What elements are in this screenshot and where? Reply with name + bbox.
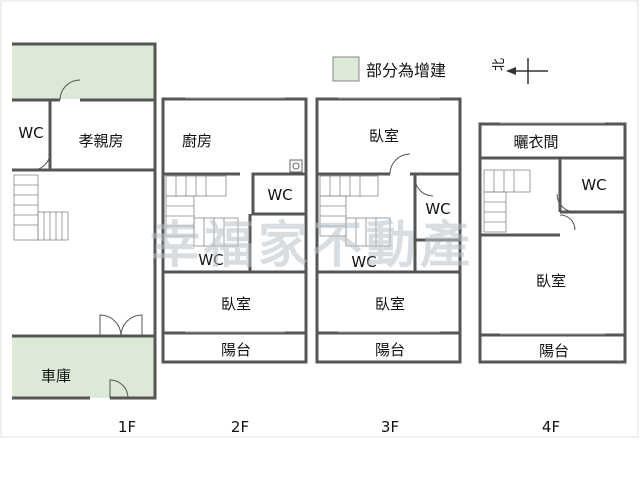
room-label: 臥室 [536, 272, 566, 290]
stairs-icon [319, 175, 391, 247]
room-label: WC [18, 124, 43, 142]
door-swing-icon [556, 193, 576, 213]
floor-3f-outline [315, 97, 462, 364]
floor-label-4f: 4F [542, 418, 560, 436]
room-label: WC [198, 251, 223, 269]
floor-4f-outline [478, 122, 627, 364]
room-label: 廚房 [182, 132, 212, 150]
floor-3f: 臥室 WC WC 臥室 陽台 3F [315, 97, 462, 436]
floor-1f-outline [12, 42, 157, 400]
compass-north-label: 北 [492, 58, 507, 71]
room-label: WC [581, 176, 606, 194]
room-label: 車庫 [41, 367, 71, 385]
door-swing-icon [99, 314, 122, 337]
floor-label-1f: 1F [118, 418, 136, 436]
door-swing-icon [109, 379, 129, 399]
room-label: 陽台 [221, 341, 251, 359]
watermark-text: 幸福家不動產 [150, 215, 474, 274]
room-label: 曬衣間 [513, 133, 558, 151]
room-label: 陽台 [539, 342, 569, 360]
floor-label-2f: 2F [231, 418, 249, 436]
room-label: 孝親房 [78, 132, 123, 150]
floor-label-3f: 3F [381, 418, 399, 436]
plan-frame [0, 0, 639, 438]
addition-area-garage [12, 336, 155, 398]
room-label: 陽台 [375, 341, 405, 359]
floor-1f: WC 孝親房 車庫 1F [12, 42, 157, 436]
door-swing-icon [120, 314, 143, 337]
legend-swatch [332, 56, 360, 82]
door-swing-icon [559, 214, 576, 231]
legend: 部分為增建 [332, 56, 446, 82]
room-label: WC [425, 200, 450, 218]
stairs-icon [483, 169, 531, 233]
floor-4f: 曬衣間 WC 臥室 陽台 4F [478, 122, 627, 436]
addition-area-top [12, 44, 155, 99]
room-label: 臥室 [375, 295, 405, 313]
stairs-icon [165, 175, 239, 247]
door-swing-icon [414, 177, 434, 197]
floor-2f: 廚房 WC WC 臥室 陽台 2F [161, 97, 308, 436]
stairs-icon [13, 174, 69, 241]
room-label: WC [267, 186, 292, 204]
door-swing-icon [31, 154, 51, 171]
sink-icon [289, 159, 303, 173]
room-label: 臥室 [221, 295, 251, 313]
floor-2f-outline [161, 97, 308, 364]
room-label: WC [351, 253, 376, 271]
door-swing-icon [389, 153, 411, 175]
compass-arrowhead-icon [506, 67, 516, 75]
sink-drain-icon [292, 162, 300, 170]
room-label: 臥室 [369, 127, 399, 145]
legend-text: 部分為增建 [366, 61, 446, 80]
compass: 北 [492, 58, 548, 84]
door-swing-icon [59, 79, 81, 101]
wc-enclosure [251, 172, 308, 216]
